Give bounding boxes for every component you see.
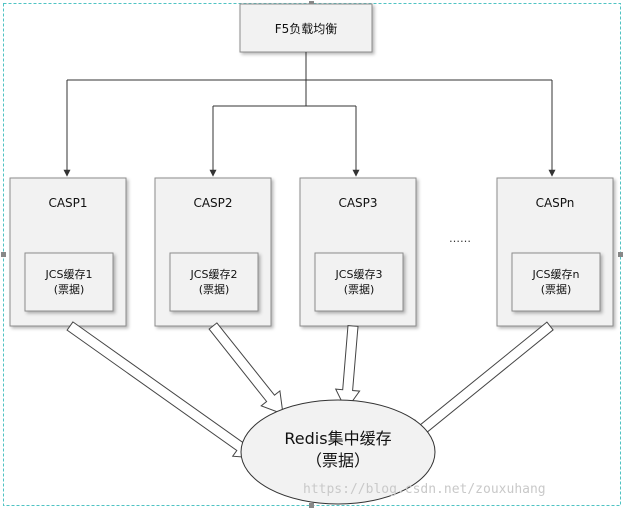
block-arrow-caspn <box>406 321 554 443</box>
server-box-3 <box>299 177 417 327</box>
cache-note: (票据) <box>53 283 85 296</box>
cache-name: JCS缓存n <box>532 268 580 281</box>
cache-frame <box>511 252 601 312</box>
cache-label-1: JCS缓存1 (票据) <box>25 267 113 297</box>
server-box-1 <box>9 177 127 327</box>
cache-frame <box>314 252 404 312</box>
cache-name: JCS缓存3 <box>335 268 383 281</box>
cache-note: (票据) <box>198 283 230 296</box>
server-name-3: CASP3 <box>338 196 378 210</box>
server-box-n <box>496 177 614 327</box>
selection-handle-left[interactable] <box>1 252 6 257</box>
server-name-2: CASP2 <box>193 196 233 210</box>
watermark: https://blog.csdn.net/zouxuhang <box>303 482 546 497</box>
selection-handle-bottom[interactable] <box>309 503 314 508</box>
redis-label: Redis集中缓存 （票据） <box>241 428 435 472</box>
load-balancer-label: F5负载均衡 <box>274 22 338 36</box>
server-name-n: CASPn <box>535 196 575 210</box>
cache-label-2: JCS缓存2 (票据) <box>170 267 258 297</box>
redis-ellipse <box>240 399 436 505</box>
server-box-2 <box>154 177 272 327</box>
cache-frame <box>24 252 114 312</box>
cache-frame <box>169 252 259 312</box>
connector-lines <box>63 52 556 177</box>
cache-note: (票据) <box>540 283 572 296</box>
redis-note: （票据） <box>305 451 370 470</box>
redis-title: Redis集中缓存 <box>284 429 392 448</box>
cache-name: JCS缓存1 <box>45 268 93 281</box>
cache-note: (票据) <box>343 283 375 296</box>
block-arrow-casp2 <box>208 322 284 415</box>
block-arrows <box>66 321 554 459</box>
block-arrow-casp3 <box>334 325 361 411</box>
load-balancer-box <box>239 3 373 53</box>
more-servers-ellipsis: …… <box>449 232 471 245</box>
server-name-1: CASP1 <box>48 196 88 210</box>
cache-label-3: JCS缓存3 (票据) <box>315 267 403 297</box>
cache-name: JCS缓存2 <box>190 268 238 281</box>
cache-label-n: JCS缓存n (票据) <box>512 267 600 297</box>
selection-handle-right[interactable] <box>618 252 623 257</box>
